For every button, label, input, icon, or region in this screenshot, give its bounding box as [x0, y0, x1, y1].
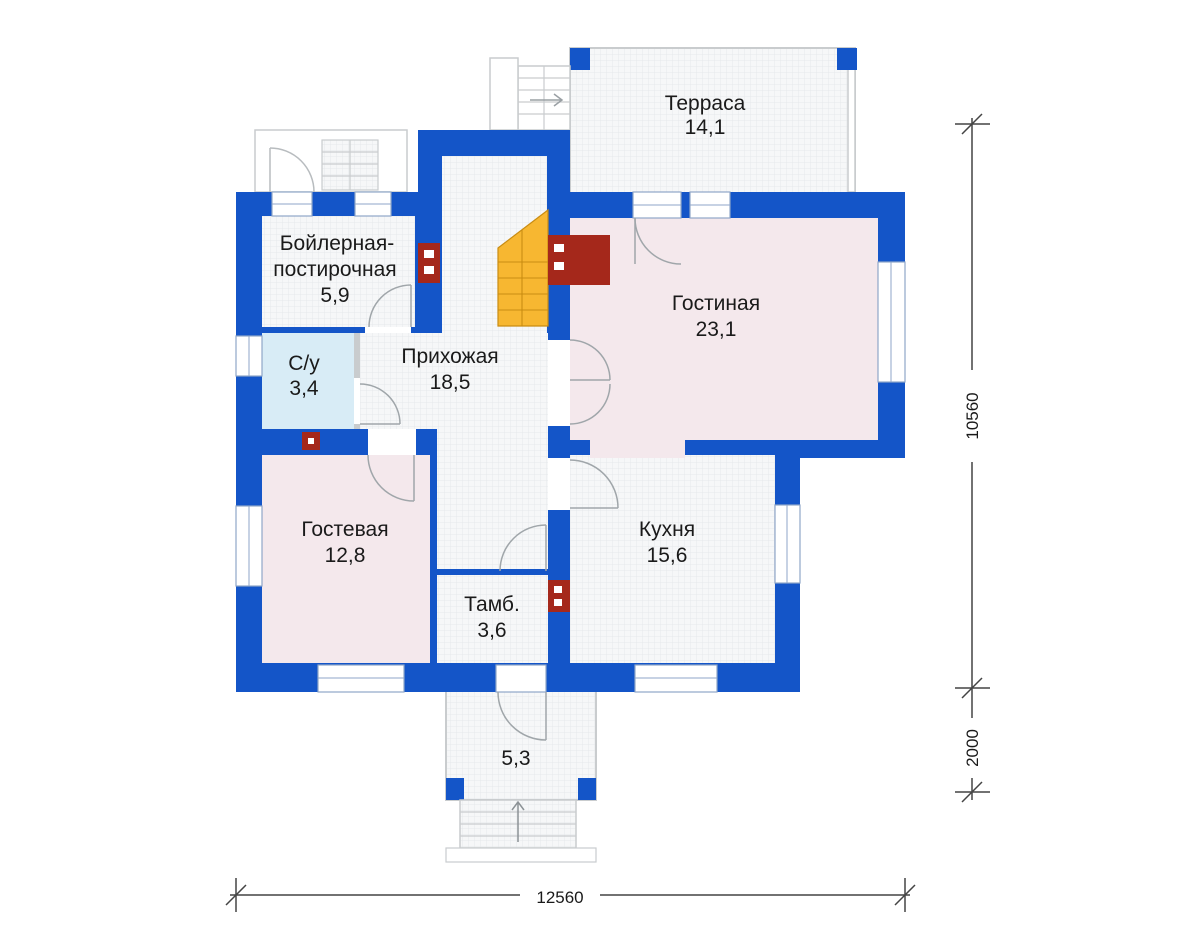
label-vestibule-area: 3,6: [477, 619, 506, 642]
dim-height-porch-label: 2000: [963, 729, 982, 767]
dim-width-label: 12560: [536, 888, 583, 907]
front-porch: [445, 689, 597, 801]
label-boiler-name-2: постирочная: [273, 258, 396, 281]
label-boiler-area: 5,9: [320, 284, 349, 307]
room-hall-corridor: [437, 429, 548, 569]
chimney-living: [548, 235, 610, 285]
label-kitchen-area: 15,6: [647, 544, 688, 567]
label-terrace-name: Терраса: [665, 92, 746, 115]
terrace-floor: [569, 47, 856, 195]
label-living-area: 23,1: [696, 318, 737, 341]
front-stair-arrow: [511, 800, 525, 842]
terrace-post-left: [570, 48, 590, 70]
label-guest-area: 12,8: [325, 544, 366, 567]
terrace-rail-right: [847, 65, 856, 193]
front-stair-base: [445, 847, 597, 863]
front-porch-post-left: [446, 778, 464, 800]
room-living: [570, 218, 878, 440]
room-vestibule: [437, 575, 548, 663]
back-porch-door-swing: [269, 147, 315, 193]
front-door-opening: [495, 664, 547, 693]
wall-hall-vestibule: [437, 569, 548, 575]
wall-boiler-wc: [262, 327, 360, 333]
label-porch-area: 5,3: [501, 747, 530, 770]
chimney-kitchen: [548, 580, 570, 612]
door-wc: [354, 378, 360, 424]
front-porch-post-right: [578, 778, 596, 800]
label-vestibule-name: Тамб.: [464, 593, 520, 616]
wall-guest-corridor: [430, 455, 437, 663]
room-wc: [262, 333, 354, 429]
living-kitchen-opening: [590, 430, 685, 458]
door-living: [548, 340, 570, 426]
label-hall-area: 18,5: [430, 371, 471, 394]
label-kitchen-name: Кухня: [639, 518, 695, 541]
label-hall-name: Прихожая: [401, 345, 498, 368]
main-staircase: [497, 208, 549, 327]
label-boiler-name-1: Бойлерная-: [280, 232, 394, 255]
door-boiler: [365, 327, 411, 333]
chimney-boiler: [418, 243, 440, 283]
terrace-side-wall: [489, 57, 519, 131]
terrace-post-right: [837, 48, 857, 70]
room-kitchen: [570, 455, 775, 663]
terrace-stair-arrow: [530, 93, 564, 107]
door-kitchen: [548, 458, 570, 510]
dim-height-main-label: 10560: [963, 392, 982, 439]
room-boiler: [262, 216, 415, 327]
room-hall-lower: [360, 333, 548, 429]
door-guest: [368, 429, 416, 455]
label-wc-name: С/у: [288, 352, 320, 375]
label-living-name: Гостиная: [672, 292, 760, 315]
label-wc-area: 3,4: [289, 377, 319, 400]
room-guest: [262, 455, 430, 663]
label-guest-name: Гостевая: [301, 518, 388, 541]
label-terrace-area: 14,1: [685, 116, 726, 139]
